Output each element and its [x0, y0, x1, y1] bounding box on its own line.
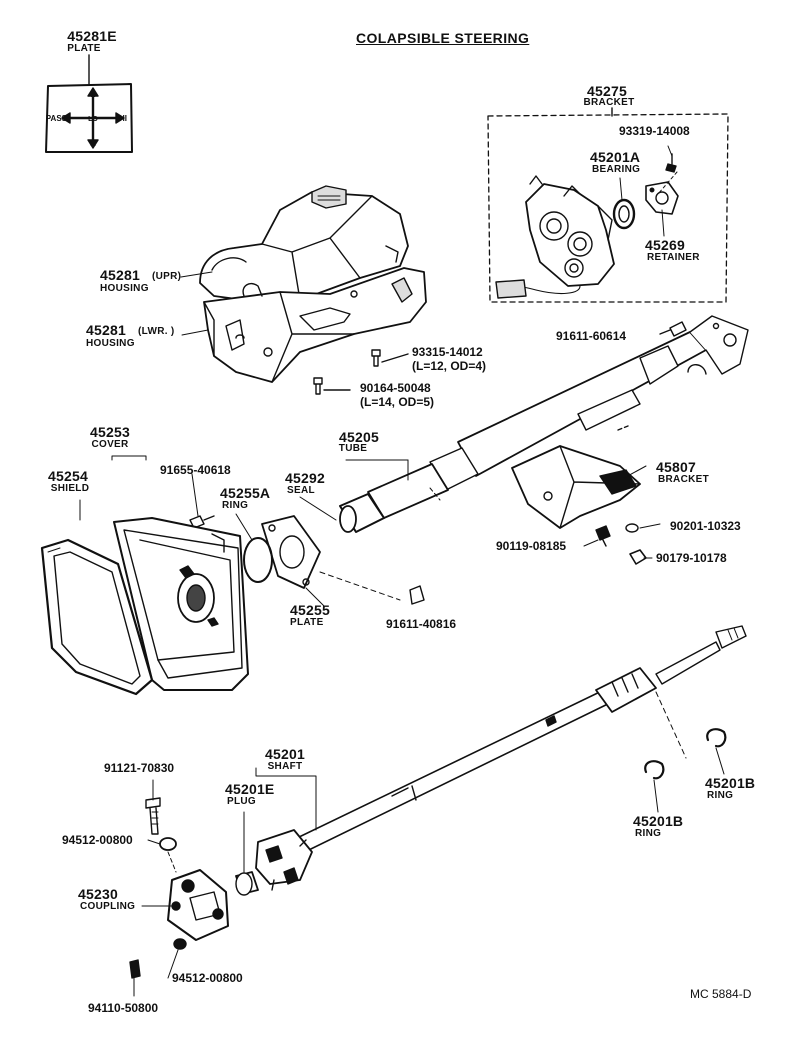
part-name-bearing: BEARING: [592, 164, 641, 175]
part-name-seal: SEAL: [287, 485, 315, 496]
part-number-45230: 45230: [78, 886, 118, 902]
part-number-90179-10178: 90179-10178: [656, 551, 727, 565]
part-number-45292: 45292: [285, 470, 325, 486]
part-name-ring-45255a: RING: [222, 500, 249, 511]
diagram-code: MC 5884-D: [690, 987, 752, 1001]
bracket-45275-drawing: [487, 107, 729, 303]
part-name-ring-45201b-upper: RING: [707, 790, 734, 801]
part-number-93319-14008: 93319-14008: [619, 124, 690, 138]
plate-marking-hi: HI: [119, 114, 127, 123]
part-name-bracket-45275: BRACKET: [583, 97, 635, 108]
part-name-shield: SHIELD: [50, 483, 90, 494]
leader-lines: [133, 145, 725, 997]
diagram-title: COLAPSIBLE STEERING: [356, 30, 530, 46]
part-number-91611-60614: 91611-60614: [556, 329, 627, 343]
housing-drawing: [199, 185, 427, 395]
cover-shield-drawing: [40, 455, 249, 696]
plate-marking-lo: LO: [88, 116, 98, 123]
part-number-90119-08185: 90119-08185: [496, 539, 567, 553]
part-name-plug: PLUG: [227, 796, 256, 807]
part-name-housing-lwr: HOUSING: [86, 338, 135, 349]
part-name-housing-upr: HOUSING: [100, 283, 149, 294]
part-name-tube: TUBE: [338, 443, 368, 454]
part-name-bracket-45807: BRACKET: [658, 474, 709, 485]
plate-marking-l: L: [91, 90, 96, 99]
part-number-91121-70830: 91121-70830: [104, 761, 175, 775]
part-name-shaft: SHAFT: [267, 761, 303, 772]
part-name-retainer: RETAINER: [647, 252, 700, 263]
part-qualifier-lwr: (LWR. ): [138, 326, 175, 337]
plate-45281e-drawing: L R PASS HI LO: [45, 54, 133, 153]
part-spec-93315: (L=12, OD=4): [412, 359, 487, 373]
part-spec-90164: (L=14, OD=5): [360, 395, 435, 409]
part-number-45269: 45269: [645, 237, 685, 253]
part-number-45201b-upper: 45201B: [705, 775, 756, 791]
part-number-45281-upr: 45281: [100, 267, 140, 283]
part-number-90164-50048: 90164-50048: [360, 381, 431, 395]
part-name-coupling: COUPLING: [80, 901, 136, 912]
part-number-94512-00800-bottom: 94512-00800: [172, 971, 243, 985]
part-number-93315-14012: 93315-14012: [412, 345, 483, 359]
part-name-cover: COVER: [91, 439, 129, 450]
plate-marking-r: R: [90, 139, 96, 148]
column-tube-drawing: [189, 315, 749, 605]
part-number-45255a: 45255A: [220, 485, 271, 501]
part-name-ring-45201b-lower: RING: [635, 828, 662, 839]
part-number-45281-lwr: 45281: [86, 322, 126, 338]
part-number-45255: 45255: [290, 602, 330, 618]
part-number-94110-50800: 94110-50800: [88, 1001, 159, 1015]
part-number-90201-10323: 90201-10323: [670, 519, 741, 533]
part-qualifier-upr: (UPR): [152, 271, 182, 282]
shaft-drawing: [235, 625, 747, 896]
part-number-45201b-lower: 45201B: [633, 813, 684, 829]
part-number-94512-00800-top: 94512-00800: [62, 833, 133, 847]
part-number-45205: 45205: [339, 429, 379, 445]
part-number-45807: 45807: [656, 459, 696, 475]
plate-marking-pass: PASS: [46, 114, 68, 123]
part-name-plate-45255: PLATE: [290, 617, 324, 628]
part-number-45275: 45275: [587, 83, 627, 99]
part-number-45201a: 45201A: [590, 149, 641, 165]
part-number-45253: 45253: [90, 424, 130, 440]
part-number-45201e: 45201E: [225, 781, 275, 797]
part-number-91655-40618: 91655-40618: [160, 463, 231, 477]
part-name-plate: PLATE: [67, 43, 101, 54]
part-number-91611-40816: 91611-40816: [386, 617, 457, 631]
coupling-drawing: [129, 797, 229, 979]
part-number-45254: 45254: [48, 468, 88, 484]
part-number-45201: 45201: [265, 746, 305, 762]
part-number-45281e: 45281E: [67, 28, 117, 44]
